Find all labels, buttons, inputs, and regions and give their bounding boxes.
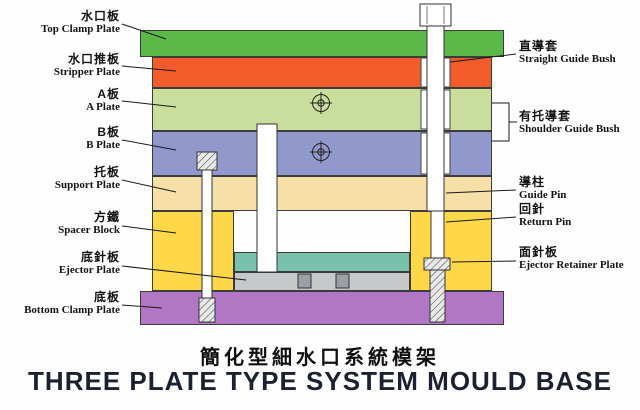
label-ejector-plate: 底針板 Ejector Plate (4, 251, 120, 277)
label-stripper-plate: 水口推板 Stripper Plate (4, 53, 120, 79)
label-a-plate: A板 A Plate (4, 88, 120, 114)
label-top-clamp-plate-zh: 水口板 (80, 9, 120, 23)
label-b-plate: B板 B Plate (4, 126, 120, 152)
label-ejector-retainer-plate: 面針板 Ejector Retainer Plate (519, 246, 639, 272)
label-return-pin: 回針 Return Pin (519, 203, 639, 229)
b-plate (152, 131, 492, 176)
label-bottom-clamp-plate-zh: 底板 (93, 290, 120, 304)
bottom-clamp-plate (140, 291, 504, 325)
label-spacer-block-zh: 方鐵 (93, 210, 120, 224)
label-guide-pin: 導柱 Guide Pin (519, 176, 639, 202)
label-guide-pin-zh: 導柱 (519, 175, 546, 189)
label-spacer-block-en: Spacer Block (58, 224, 120, 236)
label-guide-pin-en: Guide Pin (519, 189, 567, 201)
label-stripper-plate-zh: 水口推板 (67, 52, 120, 66)
label-a-plate-en: A Plate (86, 101, 120, 113)
stripper-plate (152, 57, 492, 88)
label-top-clamp-plate: 水口板 Top Clamp Plate (4, 10, 120, 36)
label-support-plate-zh: 托板 (93, 165, 120, 179)
title-chinese: 簡化型細水口系統模架 (200, 347, 440, 369)
spacer-block-right (410, 211, 492, 291)
label-spacer-block: 方鐵 Spacer Block (4, 211, 120, 237)
label-support-plate-en: Support Plate (54, 179, 120, 191)
spacer-block-left (152, 211, 234, 291)
top-clamp-plate (140, 30, 504, 57)
label-return-pin-en: Return Pin (519, 216, 572, 228)
ejector-plate (234, 272, 410, 291)
label-straight-guide-bush-en: Straight Guide Bush (519, 53, 616, 65)
label-straight-guide-bush-zh: 直導套 (519, 39, 559, 53)
label-straight-guide-bush: 直導套 Straight Guide Bush (519, 40, 639, 66)
label-shoulder-guide-bush-zh: 有托導套 (519, 109, 572, 123)
label-bottom-clamp-plate-en: Bottom Clamp Plate (24, 304, 120, 316)
label-return-pin-zh: 回針 (519, 202, 546, 216)
label-ejector-plate-zh: 底針板 (80, 250, 120, 264)
label-b-plate-en: B Plate (86, 139, 120, 151)
support-plate (152, 176, 492, 211)
label-ejector-plate-en: Ejector Plate (58, 264, 120, 276)
a-plate (152, 88, 492, 131)
ejector-retainer-plate (234, 252, 410, 272)
label-ejector-retainer-plate-en: Ejector Retainer Plate (519, 259, 624, 271)
label-bottom-clamp-plate: 底板 Bottom Clamp Plate (4, 291, 120, 317)
label-stripper-plate-en: Stripper Plate (53, 66, 120, 78)
title-english: THREE PLATE TYPE SYSTEM MOULD BASE (28, 366, 612, 396)
label-shoulder-guide-bush: 有托導套 Shoulder Guide Bush (519, 110, 639, 136)
label-b-plate-zh: B板 (97, 125, 120, 139)
label-top-clamp-plate-en: Top Clamp Plate (40, 23, 120, 35)
label-ejector-retainer-plate-zh: 面針板 (519, 245, 559, 259)
label-shoulder-guide-bush-en: Shoulder Guide Bush (519, 123, 620, 135)
label-a-plate-zh: A板 (97, 87, 120, 101)
label-support-plate: 托板 Support Plate (4, 166, 120, 192)
